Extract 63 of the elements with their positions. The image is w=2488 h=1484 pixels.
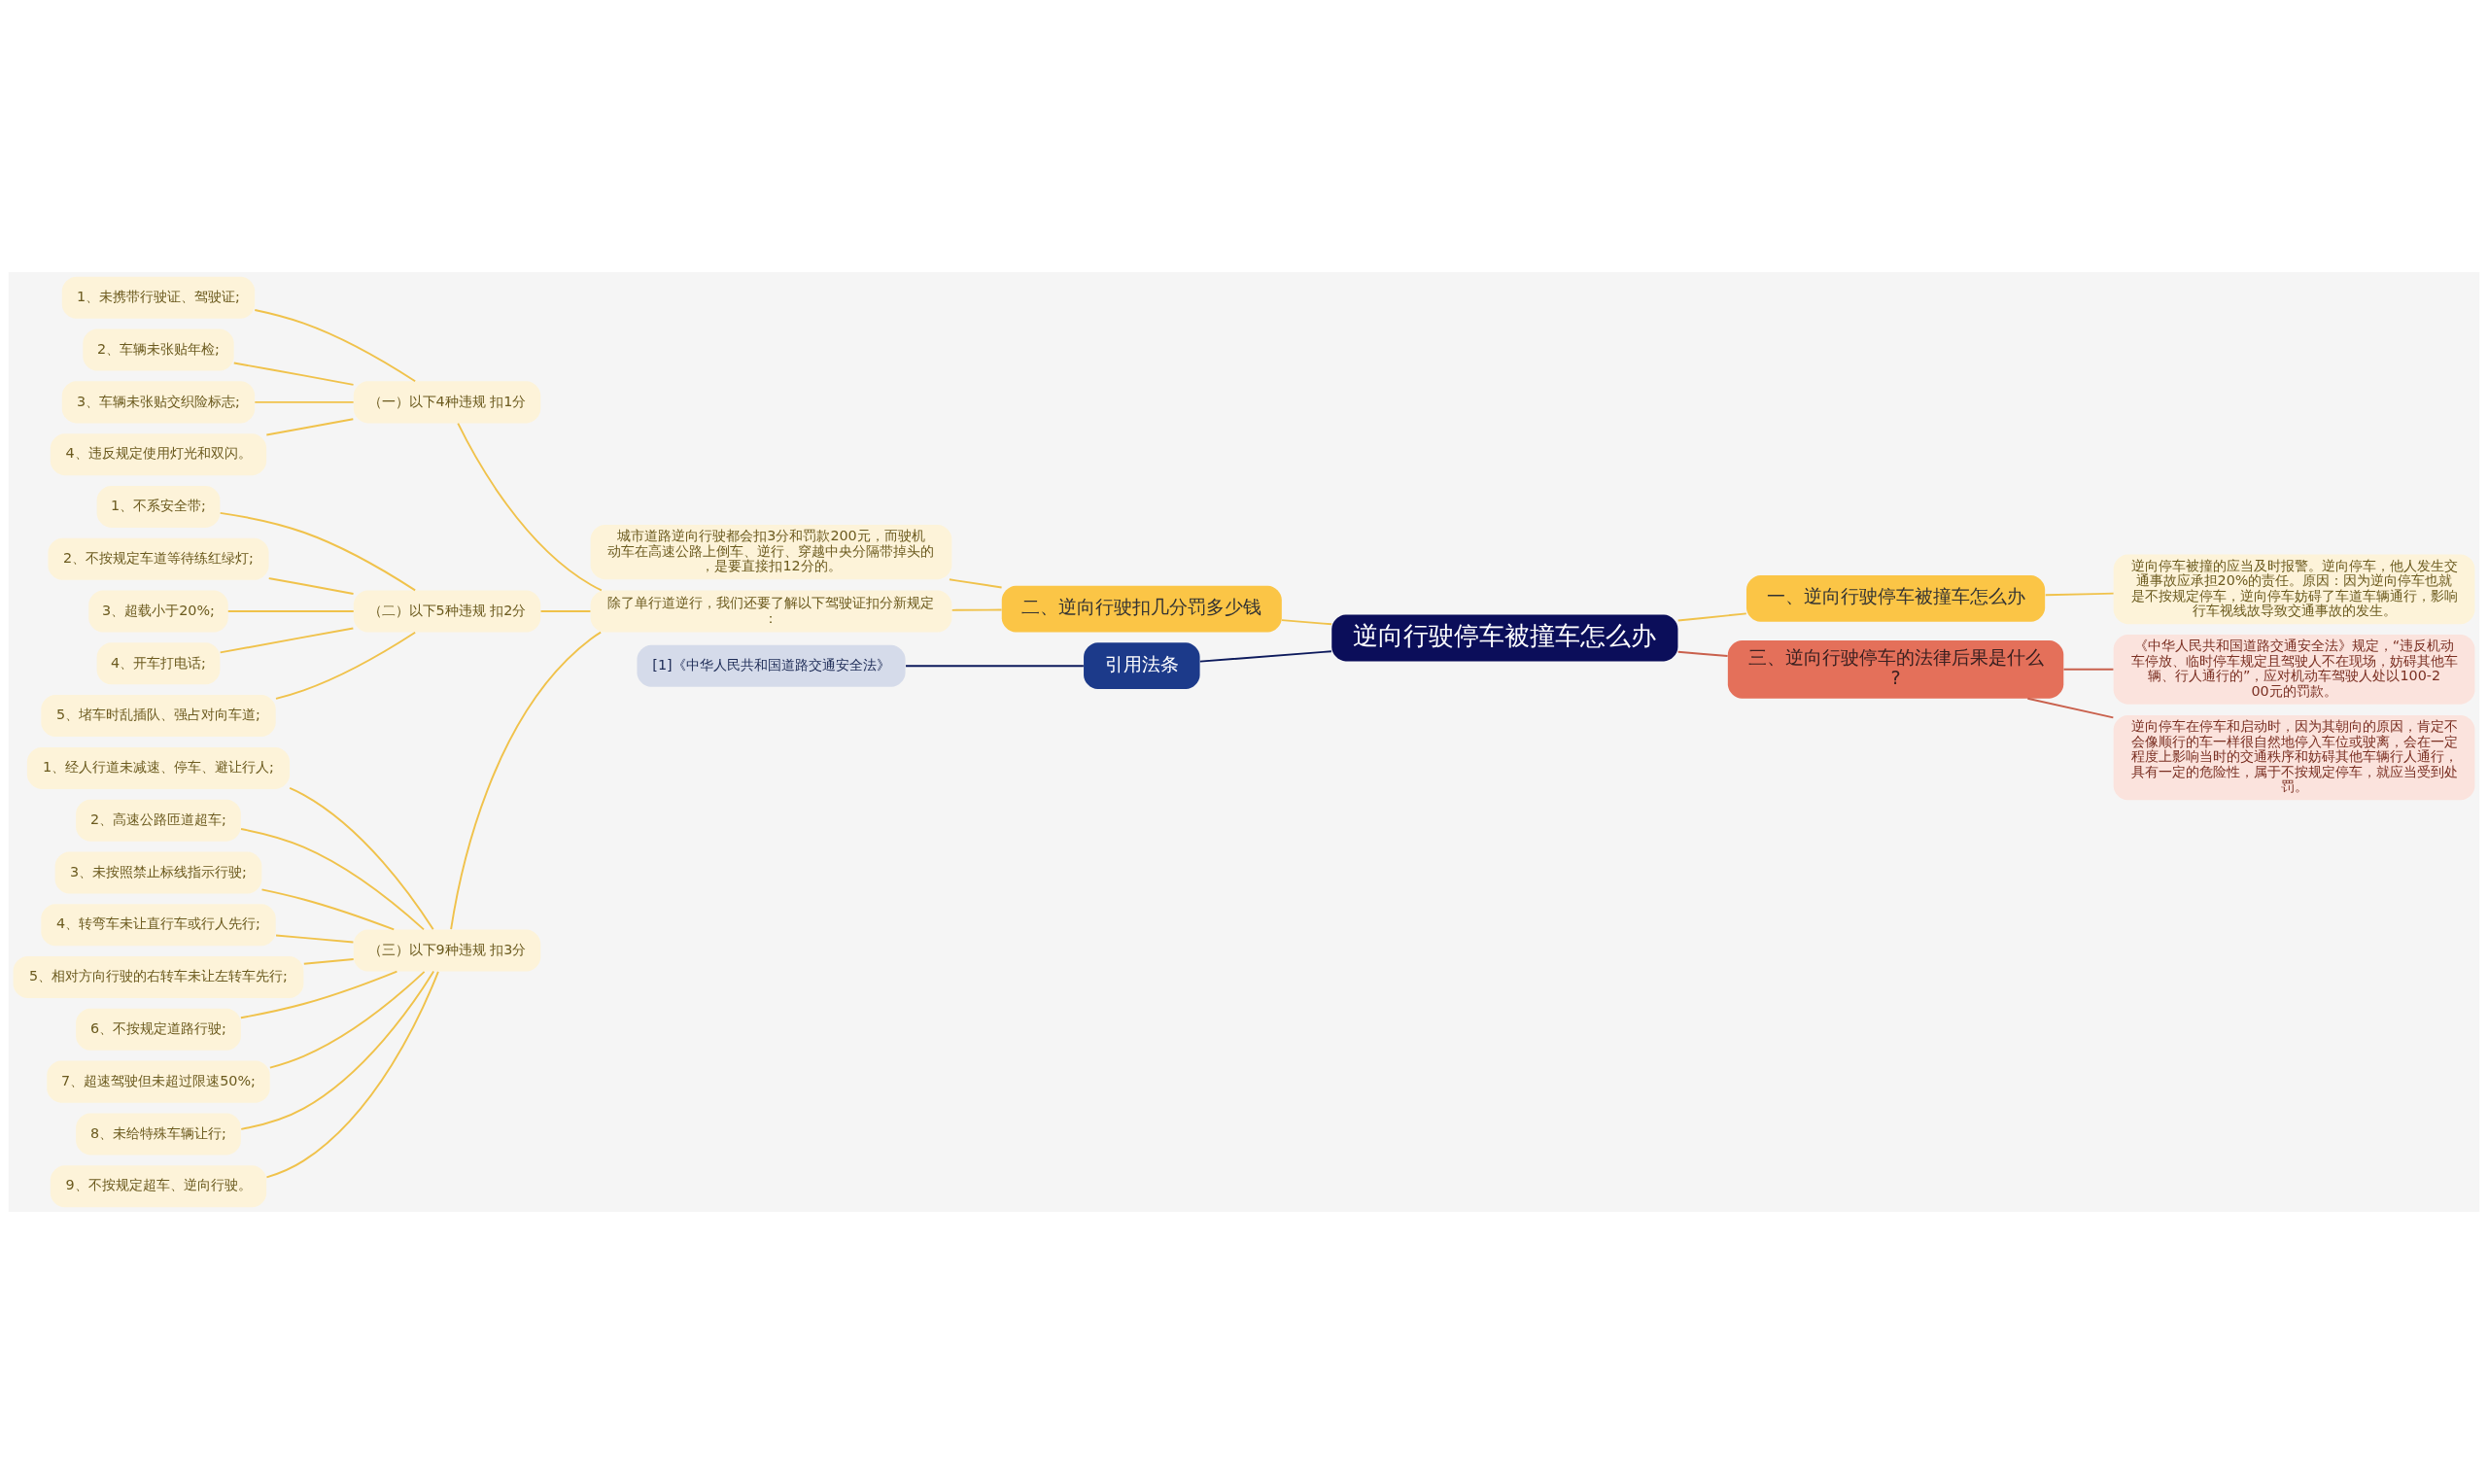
connector xyxy=(275,631,417,700)
node-box: 逆向停车被撞的应当及时报警。逆向停车，他人发生交通事故应承担20%的责任。原因：因为逆向停车也就是不按规定停车，逆向停车妨碍了车道车辆通行，影响行车视线故导致交通事故的发生。 xyxy=(2113,554,2475,625)
connector xyxy=(254,400,355,403)
node-box: 城市道路逆向行驶都会扣3分和罚款200元，而驶机动车在高速公路上倒车、逆行、穿越中央分隔带掉头的，是要直接扣12分的。 xyxy=(590,525,952,580)
connector xyxy=(1676,612,1747,622)
connector xyxy=(302,958,355,965)
connector xyxy=(539,610,592,612)
connector xyxy=(450,631,603,931)
connector xyxy=(219,627,355,654)
node-box: 4、转弯车未让直行车或行人先行; xyxy=(41,904,276,947)
node-box: 三、逆向行驶停车的法律后果是什么? xyxy=(1727,639,2064,699)
node-box: 2、不按规定车道等待练红绿灯; xyxy=(48,537,269,580)
connector xyxy=(239,970,398,1019)
connector xyxy=(219,511,417,592)
node-box: 4、开车打电话; xyxy=(96,642,221,685)
node-box: 5、堵车时乱插队、强占对向车道; xyxy=(41,695,276,738)
connector xyxy=(905,665,1085,668)
node-box: 6、不按规定道路行驶; xyxy=(76,1008,241,1051)
connector xyxy=(254,309,417,383)
connector xyxy=(275,934,355,944)
node-box: （三）以下9种违规 扣3分 xyxy=(353,929,541,972)
node-box: 2、高速公路匝道超车; xyxy=(76,799,241,842)
connector xyxy=(950,608,1003,611)
node-box: 8、未给特殊车辆让行; xyxy=(76,1113,241,1156)
node-box: 7、超速驾驶但未超过限速50%; xyxy=(47,1060,270,1103)
connector xyxy=(2044,592,2115,597)
connector xyxy=(232,362,355,386)
connector xyxy=(265,970,439,1179)
node-box: 4、违反规定使用灯光和双闪。 xyxy=(50,433,267,476)
connector xyxy=(260,888,396,931)
node-box: 9、不按规定超车、逆向行驶。 xyxy=(50,1165,267,1208)
node-box: [1]《中华人民共和国道路交通安全法》 xyxy=(637,644,906,687)
node-box: 1、未携带行驶证、驾驶证; xyxy=(61,276,256,319)
connector xyxy=(2062,668,2115,671)
node-box: 1、经人行道未减速、停车、避让行人; xyxy=(26,746,291,789)
connector xyxy=(240,970,435,1130)
node-box: 一、逆向行驶停车被撞车怎么办 xyxy=(1745,574,2046,622)
node-box: 二、逆向行驶扣几分罚多少钱 xyxy=(1001,585,1282,633)
node-box: 5、相对方向行驶的右转车未让左转车先行; xyxy=(13,956,304,999)
node-box: 1、不系安全带; xyxy=(96,485,221,528)
node-box: （二）以下5种违规 扣2分 xyxy=(353,590,541,633)
node-box: 引用法条 xyxy=(1084,642,1200,690)
node-box: 除了单行道逆行，我们还要了解以下驾驶证扣分新规定： xyxy=(590,590,952,633)
connector xyxy=(949,578,1003,589)
connector xyxy=(1676,650,1729,657)
node-box: 《中华人民共和国道路交通安全法》规定，“违反机动车停放、临时停车规定且驾驶人不在现场，妨碍其他车辆、行人通行的”，应对机动车驾驶人处以100-200元的罚款。 xyxy=(2113,634,2475,705)
connector xyxy=(226,610,355,612)
connector xyxy=(1281,619,1333,626)
node-box: 3、超载小于20%; xyxy=(88,590,228,633)
connector xyxy=(240,828,425,931)
connector xyxy=(289,786,434,931)
node-box: 3、车辆未张贴交织险标志; xyxy=(61,381,256,424)
node-box: 逆向停车在停车和启动时，因为其朝向的原因，肯定不会像顺行的车一样很自然地停入车位或驶离，会在一定程度上影响当时的交通秩序和妨碍其他车辆行人通行，具有一定的危险性，属于不按规定停车，就应当受到处罚。 xyxy=(2113,715,2475,801)
connector xyxy=(265,418,355,436)
connector xyxy=(1198,650,1332,663)
connector xyxy=(2026,697,2115,719)
connector xyxy=(268,970,426,1069)
node-box: 2、车辆未张贴年检; xyxy=(83,328,234,371)
connector xyxy=(457,422,603,592)
node-box: 逆向行驶停车被撞车怎么办 xyxy=(1331,614,1678,662)
connector xyxy=(267,577,355,595)
node-box: 3、未按照禁止标线指示行驶; xyxy=(54,851,262,894)
node-box: （一）以下4种违规 扣1分 xyxy=(353,381,541,424)
